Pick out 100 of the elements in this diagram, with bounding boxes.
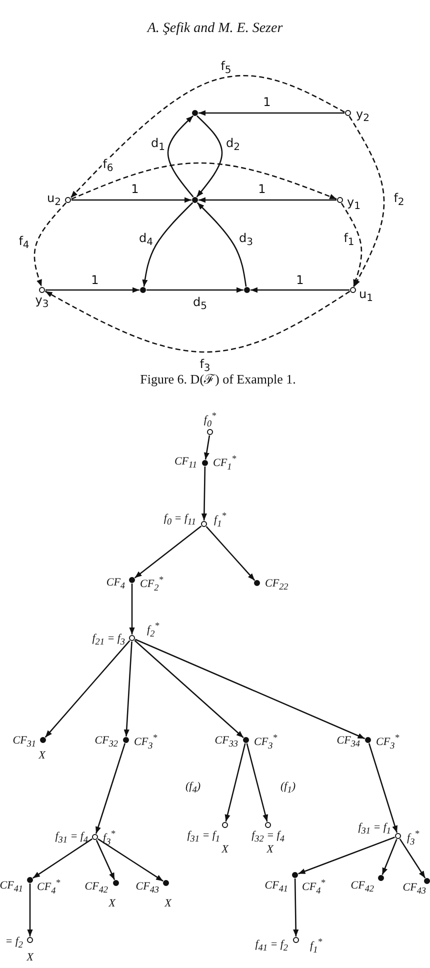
point-marker bbox=[365, 737, 371, 743]
point-marker bbox=[292, 872, 298, 878]
branch-label: (f$_{1}$) bbox=[280, 781, 296, 795]
arrow bbox=[134, 640, 244, 738]
edge-label: d$_{4}$ bbox=[138, 232, 154, 248]
node-label: X bbox=[164, 898, 172, 910]
point-marker bbox=[201, 521, 207, 527]
point-marker bbox=[244, 287, 250, 293]
arrow bbox=[293, 878, 299, 936]
node-label: CF$_{31}$ bbox=[12, 735, 36, 749]
edge-label: 1 bbox=[257, 183, 267, 195]
arrow bbox=[198, 197, 336, 203]
arrow bbox=[95, 743, 126, 834]
edge-label: 1 bbox=[90, 274, 100, 286]
node-label: CF$_{4}$ bbox=[106, 577, 125, 591]
dashed-arrow bbox=[34, 202, 66, 287]
dashed-arrow bbox=[71, 162, 337, 200]
node-label: = f$_{2}$ bbox=[5, 936, 23, 950]
node-label: f$_{0}$ = f$_{11}$ bbox=[164, 513, 196, 527]
point-marker bbox=[207, 429, 213, 435]
point-marker bbox=[129, 577, 135, 583]
node-label: f$_{31}$ = f$_{4}$ bbox=[55, 831, 88, 845]
arrow bbox=[129, 584, 135, 634]
point-marker bbox=[222, 822, 228, 828]
point-marker bbox=[202, 460, 208, 466]
node-label: f$_{31}$ = f$_{1}$ bbox=[187, 830, 220, 844]
edge-label: d$_{5}$ bbox=[192, 296, 208, 312]
node-label: X bbox=[222, 844, 228, 856]
node-label: X bbox=[26, 952, 34, 964]
arrow bbox=[146, 287, 244, 293]
point-marker bbox=[424, 878, 430, 884]
point-marker bbox=[163, 880, 169, 886]
arrow bbox=[250, 287, 350, 293]
arrow bbox=[246, 743, 268, 822]
edge-label: f$_{5}$ bbox=[220, 60, 232, 76]
point-marker bbox=[345, 110, 351, 116]
node-label: CF$_{41}$ bbox=[0, 880, 23, 894]
author-heading: A. Şefik and M. E. Sezer bbox=[147, 22, 283, 36]
point-marker bbox=[27, 937, 33, 943]
node-label: CF$_{43}$ bbox=[402, 882, 426, 896]
node-label: f$_{32}$ = f$_{4}$ bbox=[252, 830, 284, 844]
arrow bbox=[142, 202, 194, 287]
point-marker bbox=[254, 580, 260, 586]
node-label: CF$_{42}$ bbox=[350, 880, 374, 894]
arrow bbox=[196, 202, 247, 287]
point-marker bbox=[113, 880, 119, 886]
node-label: CF$_{42}$ bbox=[84, 881, 108, 895]
point-marker bbox=[140, 287, 146, 293]
arrow bbox=[399, 838, 426, 878]
node-label: y$_{2}$ bbox=[356, 108, 370, 124]
edge-label: 1 bbox=[262, 96, 272, 108]
arrow bbox=[44, 640, 130, 738]
node-label: f$_{21}$ = f$_{3}$ bbox=[92, 633, 125, 647]
point-marker bbox=[39, 287, 45, 293]
arrow bbox=[96, 840, 116, 880]
arrow bbox=[196, 115, 223, 198]
node-label: f$_{31}$ = f$_{1}$ bbox=[358, 822, 391, 836]
point-marker bbox=[350, 287, 356, 293]
point-marker bbox=[243, 737, 249, 743]
arrow bbox=[204, 435, 210, 460]
arrow bbox=[134, 526, 202, 578]
node-label: CF$_{11}$ bbox=[174, 456, 197, 470]
edge-label: f$_{6}$ bbox=[102, 158, 114, 174]
point-marker bbox=[192, 197, 198, 203]
dashed-arrow bbox=[44, 290, 350, 353]
edge-label: f$_{3}$ bbox=[198, 358, 212, 374]
node-label: CF$_{34}$ bbox=[336, 735, 360, 749]
point-marker bbox=[123, 737, 129, 743]
arrow bbox=[198, 110, 344, 116]
node-label: CF$_{33}$ bbox=[214, 735, 238, 749]
node-label: y$_{1}$ bbox=[347, 196, 360, 212]
arrow bbox=[72, 197, 192, 203]
point-marker bbox=[192, 110, 198, 116]
point-marker bbox=[378, 875, 384, 881]
arrow bbox=[206, 526, 256, 581]
point-marker bbox=[40, 737, 46, 743]
node-label: CF$_{32}$ bbox=[94, 735, 118, 749]
edge-label: 1 bbox=[295, 274, 305, 286]
point-marker bbox=[337, 197, 343, 203]
arrow bbox=[124, 641, 132, 737]
node-label: X bbox=[266, 844, 274, 856]
arrow bbox=[32, 838, 92, 879]
point-marker bbox=[65, 197, 71, 203]
point-marker bbox=[265, 822, 271, 828]
node-label: y$_{3}$ bbox=[35, 294, 49, 310]
node-label: u$_{1}$ bbox=[359, 288, 373, 304]
arrow bbox=[167, 115, 194, 198]
point-marker bbox=[129, 635, 135, 641]
dashed-arrow bbox=[340, 202, 362, 287]
node-label: CF$_{22}$ bbox=[265, 578, 288, 592]
figure-caption: Figure 6. D(ℱ) of Example 1. bbox=[140, 372, 296, 386]
arrow bbox=[224, 743, 246, 822]
node-label: X bbox=[108, 898, 116, 910]
dashed-arrow bbox=[348, 116, 385, 287]
node-label: X bbox=[38, 750, 46, 762]
arrow bbox=[298, 836, 395, 874]
arrow bbox=[201, 466, 207, 521]
arrow bbox=[368, 743, 398, 833]
dashed-arrow bbox=[70, 75, 345, 198]
edge-label: 1 bbox=[130, 183, 140, 195]
